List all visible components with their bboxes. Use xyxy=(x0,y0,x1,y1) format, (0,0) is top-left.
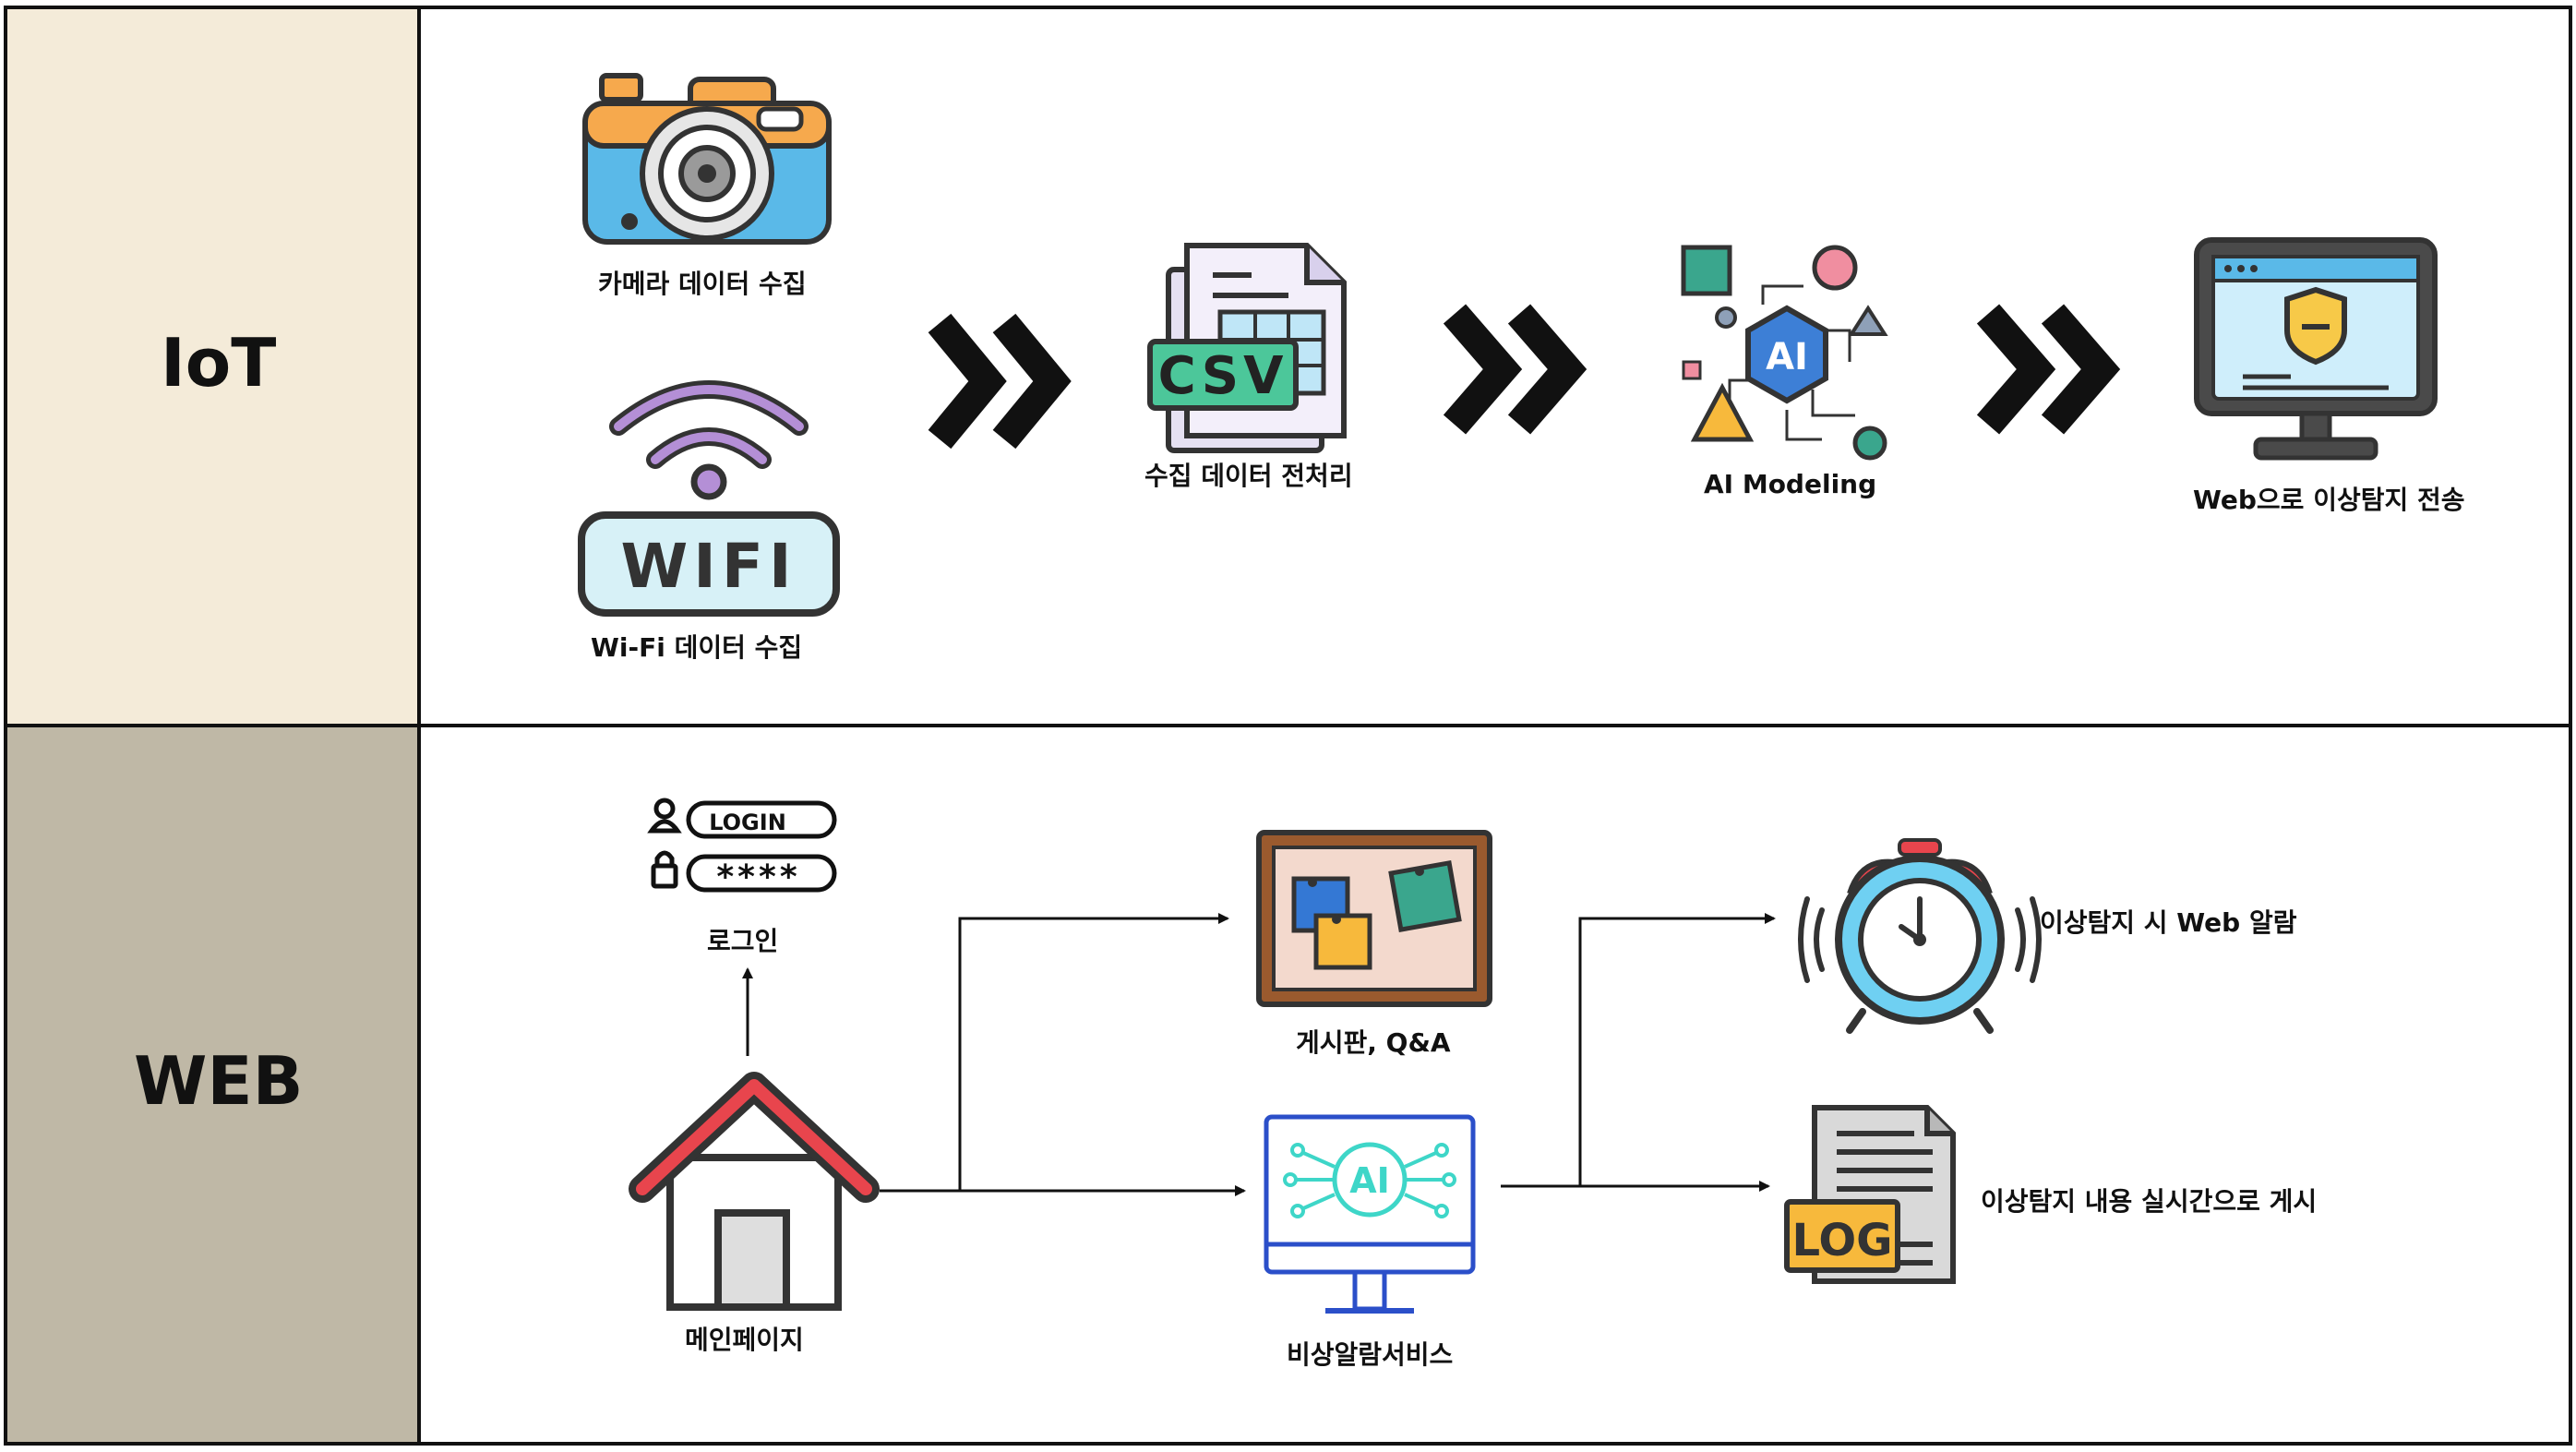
main-page-label: 메인페이지 xyxy=(685,1325,804,1355)
camera-icon xyxy=(582,73,832,245)
web-transfer-label: Web으로 이상탐지 전송 xyxy=(2193,485,2465,515)
iot-lane-header xyxy=(6,7,419,726)
password-field-text: **** xyxy=(716,858,800,896)
login-label: 로그인 xyxy=(707,926,779,956)
ai-modeling-label: AI Modeling xyxy=(1704,469,1877,499)
chevron-right-icon xyxy=(1443,304,1588,435)
alarm-service-icon-text: AI xyxy=(1349,1160,1390,1201)
log-icon-text: LOG xyxy=(1791,1215,1892,1266)
ai-icon-text: AI xyxy=(1766,336,1808,378)
monitor-shield-icon xyxy=(2194,237,2438,461)
web-alarm-label: 이상탐지 시 Web 알람 xyxy=(2040,907,2297,938)
flow-arrows xyxy=(742,913,1776,1196)
iot-lane-title: IoT xyxy=(161,324,277,402)
chevron-right-icon xyxy=(928,313,1072,450)
arrow-branch-to-web-alarm xyxy=(1578,913,1776,1186)
alarm-clock-icon xyxy=(1798,838,2042,1034)
alarm-service-label: 비상알람서비스 xyxy=(1287,1339,1454,1370)
login-form-icon: LOGIN **** xyxy=(647,798,837,896)
web-lane-header xyxy=(6,726,419,1444)
board-label: 게시판, Q&A xyxy=(1296,1027,1451,1058)
web-lane-title: WEB xyxy=(134,1042,304,1120)
login-field-text: LOGIN xyxy=(709,810,786,835)
ai-chip-icon: AI xyxy=(1681,245,1888,461)
ai-monitor-icon: AI xyxy=(1264,1114,1476,1314)
arrow-main-to-board xyxy=(958,913,1229,1191)
camera-label: 카메라 데이터 수집 xyxy=(598,269,807,299)
wifi-icon-text: WIFI xyxy=(621,531,797,602)
wifi-label: Wi-Fi 데이터 수집 xyxy=(591,632,803,663)
house-icon xyxy=(629,1072,880,1311)
csv-file-icon: CSV xyxy=(1147,243,1347,453)
csv-icon-text: CSV xyxy=(1158,346,1288,406)
bulletin-board-icon xyxy=(1256,830,1492,1007)
csv-label: 수집 데이터 전처리 xyxy=(1144,461,1353,491)
log-file-icon: LOG xyxy=(1784,1105,1956,1284)
chevron-right-icon xyxy=(1976,304,2121,435)
log-post-label: 이상탐지 내용 실시간으로 게시 xyxy=(1981,1186,2318,1217)
wifi-icon: WIFI xyxy=(578,380,840,617)
